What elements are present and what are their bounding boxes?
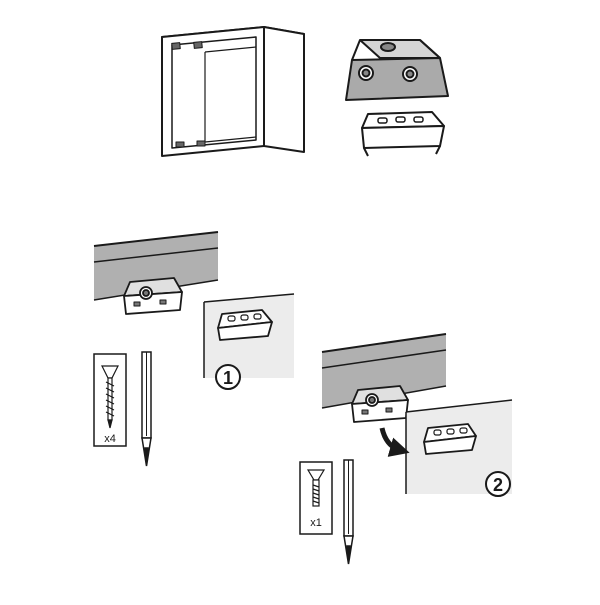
step2-illustration: 2 [321,333,513,497]
machine-screw-icon [306,469,326,507]
step1-badge: 1 [215,364,241,390]
step2-bracket [351,385,409,423]
clip-plate-part [361,111,445,157]
wood-screw-box: x4 [93,353,127,447]
wood-screw-quantity: x4 [104,433,116,445]
step2-badge: 2 [485,471,511,497]
step1-bracket [123,277,183,315]
screwdriver-icon [343,459,354,565]
screwdriver-icon [141,351,152,467]
rotate-arrow-icon [379,427,410,457]
step1-number: 1 [223,368,233,388]
step1-rail [93,231,219,301]
machine-screw-box: x1 [299,461,333,535]
wood-screw-icon [101,365,119,429]
step2-number: 2 [493,475,503,495]
step2-panel [405,399,513,494]
step1-panel [203,293,295,378]
step1-illustration: 1 [93,231,295,390]
machine-screw-quantity: x1 [310,517,322,529]
bracket-block-part [345,39,449,101]
cabinet-illustration [161,26,305,157]
